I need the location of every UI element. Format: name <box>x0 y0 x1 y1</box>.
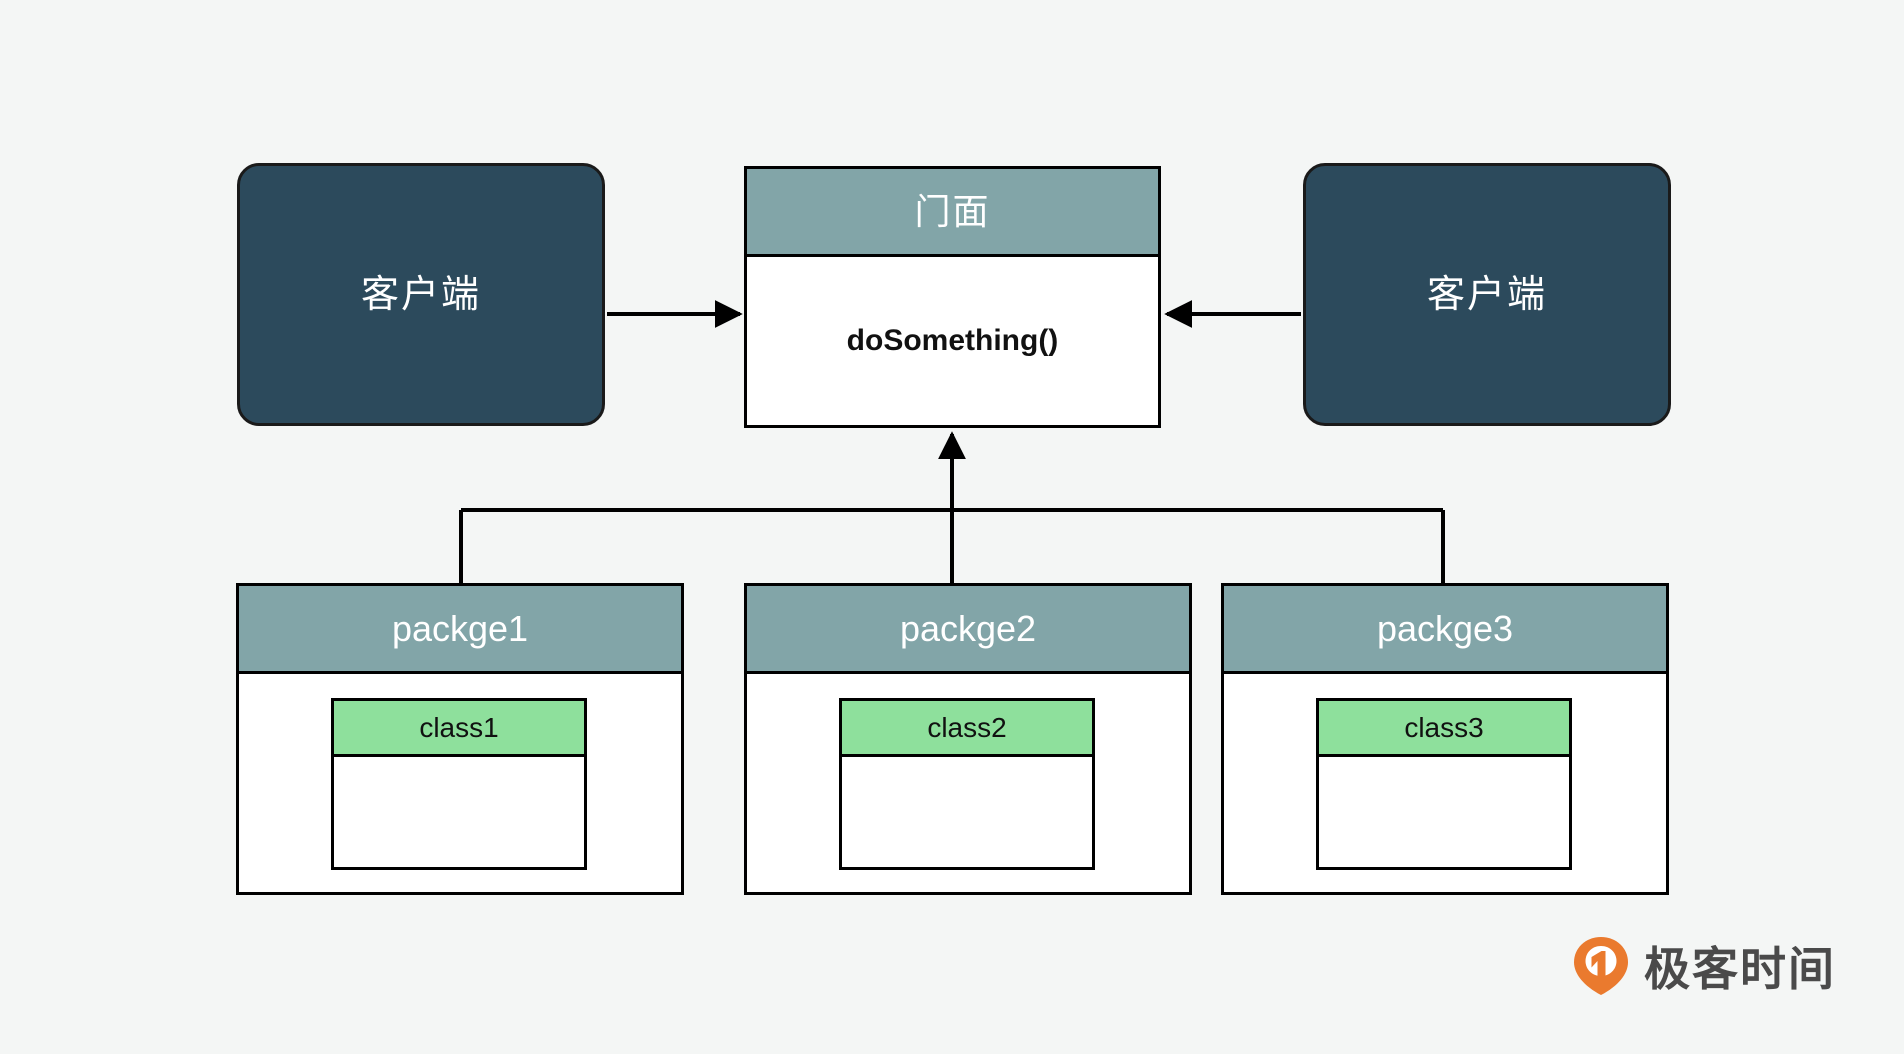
class-box-2[interactable]: class2 <box>839 698 1095 870</box>
package-2-header: packge2 <box>747 586 1189 674</box>
client-right-label: 客户端 <box>1426 273 1547 316</box>
facade-method-label: doSomething() <box>846 324 1059 357</box>
package-1-header: packge1 <box>239 586 681 674</box>
package-box-3[interactable]: packge3 class3 <box>1221 583 1669 895</box>
geektime-pin-icon <box>1572 935 1630 1002</box>
class-3-body <box>1319 757 1569 867</box>
package-3-title: packge3 <box>1376 607 1514 649</box>
package-box-1[interactable]: packge1 class1 <box>236 583 684 895</box>
class-1-body <box>334 757 584 867</box>
watermark: 极客时间 <box>1572 935 1836 1002</box>
package-1-body: class1 <box>239 674 681 892</box>
package-2-body: class2 <box>747 674 1189 892</box>
class-3-label: class3 <box>1404 711 1484 743</box>
client-box-left[interactable]: 客户端 <box>237 163 605 426</box>
class-2-body <box>842 757 1092 867</box>
package-3-header: packge3 <box>1224 586 1666 674</box>
package-3-body: class3 <box>1224 674 1666 892</box>
facade-header: 门面 <box>747 169 1158 257</box>
package-2-title: packge2 <box>899 607 1037 649</box>
package-box-2[interactable]: packge2 class2 <box>744 583 1192 895</box>
client-left-label: 客户端 <box>360 273 481 316</box>
class-box-1[interactable]: class1 <box>331 698 587 870</box>
facade-box[interactable]: 门面 doSomething() <box>744 166 1161 428</box>
class-1-label: class1 <box>419 711 499 743</box>
class-3-header: class3 <box>1319 701 1569 757</box>
package-1-title: packge1 <box>391 607 529 649</box>
client-box-right[interactable]: 客户端 <box>1303 163 1671 426</box>
class-2-header: class2 <box>842 701 1092 757</box>
class-box-3[interactable]: class3 <box>1316 698 1572 870</box>
class-2-label: class2 <box>927 711 1007 743</box>
facade-body: doSomething() <box>747 257 1158 425</box>
class-1-header: class1 <box>334 701 584 757</box>
watermark-text: 极客时间 <box>1644 942 1836 995</box>
facade-title: 门面 <box>914 190 991 232</box>
